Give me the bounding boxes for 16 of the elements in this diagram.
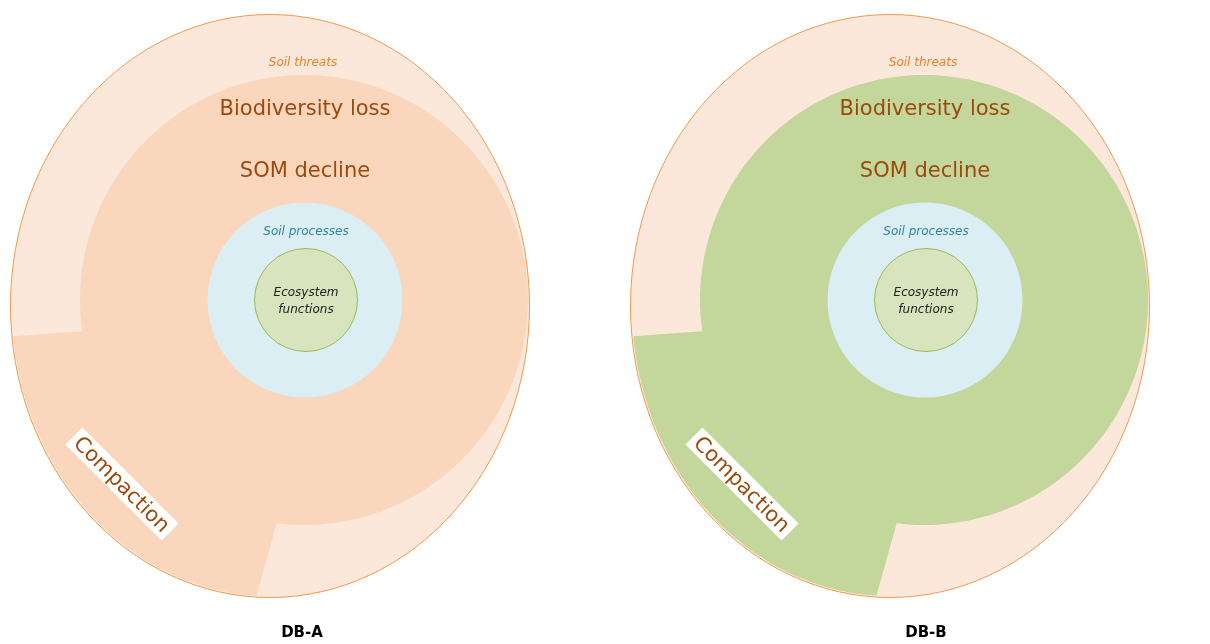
process-circle xyxy=(207,202,403,398)
panel-caption: DB-A xyxy=(281,623,323,641)
panel-caption: DB-B xyxy=(905,623,947,641)
function-label: Ecosystem functions xyxy=(892,284,960,318)
threat-label: SOM decline xyxy=(239,158,371,182)
function-circle xyxy=(254,248,358,352)
threat-label: SOM decline xyxy=(859,158,991,182)
process-circle xyxy=(827,202,1023,398)
threat-label: Biodiversity loss xyxy=(839,96,1011,120)
function-circle xyxy=(874,248,978,352)
process-title: Soil processes xyxy=(263,224,349,238)
threat-label: Biodiversity loss xyxy=(219,96,391,120)
ring-title: Soil threats xyxy=(268,55,338,69)
function-label: Ecosystem functions xyxy=(272,284,340,318)
ring-title: Soil threats xyxy=(888,55,958,69)
process-title: Soil processes xyxy=(883,224,969,238)
